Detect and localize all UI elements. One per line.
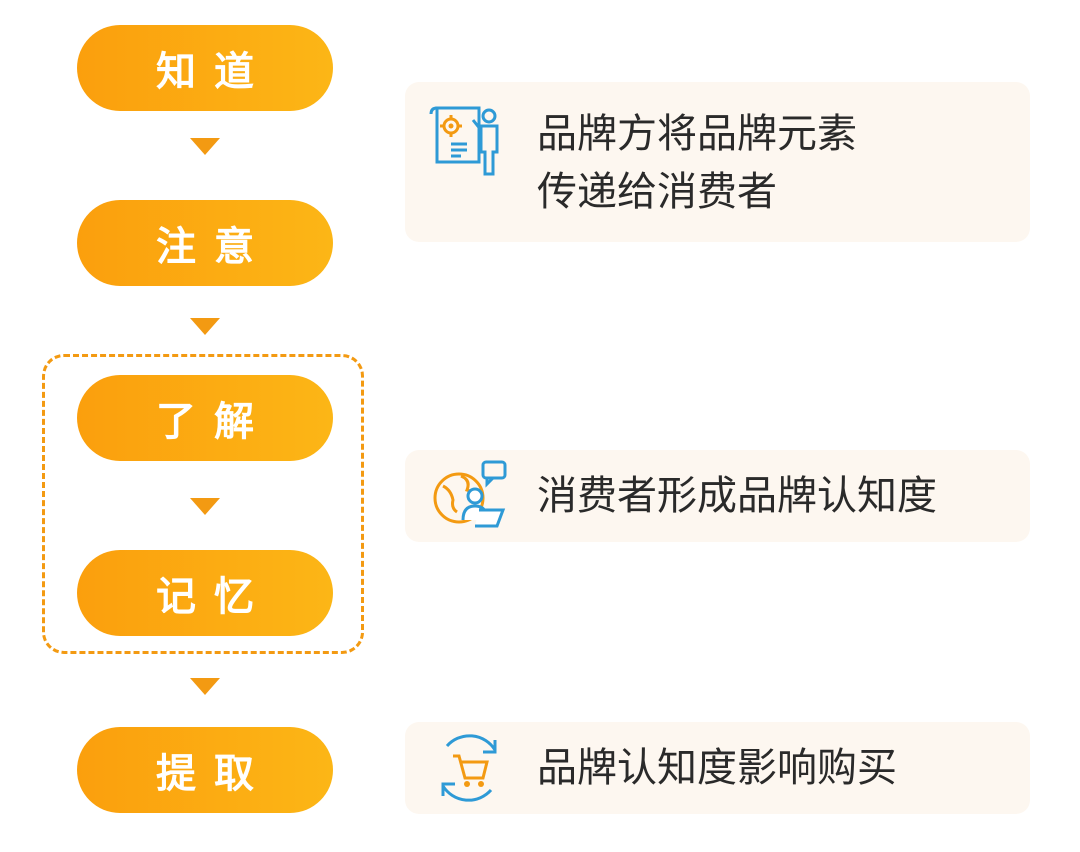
card-text-line-1: 品牌认知度影响购买	[537, 745, 897, 791]
presenter-gear-icon	[429, 106, 499, 176]
card-purchase-impact: 品牌认知度影响购买	[405, 722, 1030, 814]
card-text-line-1: 消费者形成品牌认知度	[537, 473, 937, 519]
step-attention: 注意	[77, 200, 333, 286]
step-label: 注意	[156, 224, 272, 270]
step-label: 提取	[156, 751, 272, 797]
step-label: 记忆	[156, 574, 272, 620]
down-arrow-icon	[190, 498, 220, 515]
step-know: 知道	[77, 25, 333, 111]
cart-cycle-icon	[441, 734, 497, 802]
card-text-line-2: 传递给消费者	[537, 169, 777, 215]
card-text-line-1: 品牌方将品牌元素	[537, 111, 857, 157]
down-arrow-icon	[190, 318, 220, 335]
step-retrieve: 提取	[77, 727, 333, 813]
step-understand: 了解	[77, 375, 333, 461]
card-brand-awareness: 消费者形成品牌认知度	[405, 450, 1030, 542]
step-memory: 记忆	[77, 550, 333, 636]
step-label: 了解	[156, 399, 272, 445]
step-label: 知道	[156, 49, 272, 95]
down-arrow-icon	[190, 138, 220, 155]
card-brand-transfer: 品牌方将品牌元素 传递给消费者	[405, 82, 1030, 242]
dashed-group-frame	[42, 354, 364, 654]
globe-chat-laptop-icon	[433, 460, 507, 528]
down-arrow-icon	[190, 678, 220, 695]
